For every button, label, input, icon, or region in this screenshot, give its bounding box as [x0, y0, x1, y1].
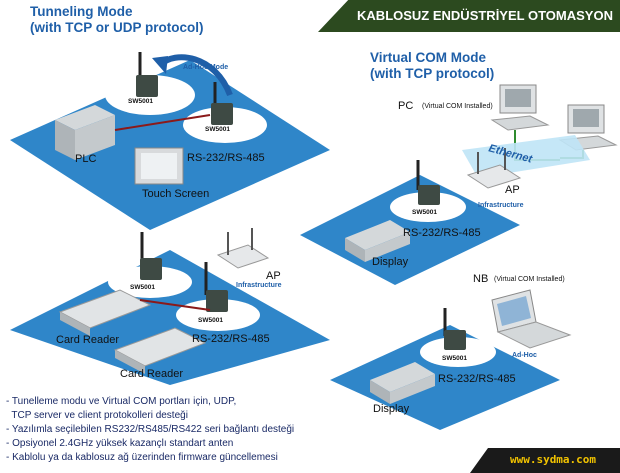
nb-sublabel: (Virtual COM Installed) [494, 276, 565, 283]
card-reader-platform [10, 250, 330, 385]
notebook-computer [491, 289, 572, 349]
sw5001-label: SW5001 [198, 317, 223, 324]
ap-label: AP [505, 184, 520, 196]
feature-list: - Tunelleme modu ve Virtual COM portları… [6, 395, 336, 465]
sw5001-label: SW5001 [128, 98, 153, 105]
serial-cable [114, 114, 211, 131]
website-link[interactable]: www.sydma.com [509, 453, 597, 466]
adhoc-label: Ad-Hoc [512, 352, 537, 359]
sw5001-label: SW5001 [205, 126, 230, 133]
footer-band [470, 448, 620, 473]
display-label: Display [372, 256, 409, 268]
card-reader-device [113, 327, 207, 374]
infrastructure-label: Infrastructure [478, 202, 524, 209]
vcom-subtitle: (with TCP protocol) [370, 66, 495, 81]
sw5001-label: SW5001 [412, 209, 437, 216]
vcom-platform [300, 175, 520, 285]
nb-platform [330, 325, 560, 430]
device-ellipse [390, 192, 466, 222]
sw5001-label: SW5001 [442, 355, 467, 362]
sw5001-label: SW5001 [130, 284, 155, 291]
serial-label: RS-232/RS-485 [192, 333, 270, 345]
serial-cable [139, 299, 211, 311]
nb-label: NB [473, 273, 489, 285]
device-ellipse [108, 266, 192, 298]
display-device [370, 362, 435, 404]
tunneling-platform [10, 60, 330, 230]
tunneling-title: Tunneling Mode [30, 4, 133, 19]
device-ellipse [176, 299, 260, 331]
access-point [216, 228, 270, 269]
device-ellipse [420, 337, 496, 367]
feature-item: TCP server ve client protokolleri desteğ… [6, 410, 188, 421]
pc-computer [490, 84, 550, 131]
adhoc-mode-label: Ad-Hoc Mode [183, 64, 229, 71]
banner-title: KABLOSUZ ENDÜSTRİYEL OTOMASYON [357, 8, 613, 23]
infrastructure-label: Infrastructure [236, 282, 282, 289]
ap-label: AP [266, 270, 281, 282]
feature-item: - Kablolu ya da kablosuz ağ üzerinden fi… [6, 452, 278, 463]
feature-item: - Tunelleme modu ve Virtual COM portları… [6, 396, 237, 407]
access-point [466, 148, 522, 189]
feature-item: - Yazılımla seçilebilen RS232/RS485/RS42… [6, 424, 295, 435]
card-reader-label: Card Reader [56, 334, 119, 346]
sw5001-device [140, 232, 162, 280]
touch-screen-device [134, 147, 184, 185]
card-reader-label: Card Reader [120, 368, 183, 380]
title-banner [318, 0, 620, 32]
tunneling-subtitle: (with TCP or UDP protocol) [30, 20, 204, 35]
adhoc-arrowhead [152, 56, 168, 74]
sw5001-device [136, 52, 158, 97]
serial-label: RS-232/RS-485 [187, 152, 265, 164]
serial-label: RS-232/RS-485 [438, 373, 516, 385]
display-label: Display [373, 403, 410, 415]
sw5001-device [204, 262, 228, 312]
pc-sublabel: (Virtual COM Installed) [422, 103, 493, 110]
display-device [345, 220, 410, 262]
sw5001-device [443, 308, 466, 350]
plc-label: PLC [75, 153, 97, 165]
feature-item: - Opsiyonel 2.4GHz yüksek kazançlı stand… [6, 438, 234, 449]
plc-device [55, 105, 115, 160]
vcom-title: Virtual COM Mode [370, 50, 487, 65]
sw5001-device [211, 82, 233, 125]
pc-label: PC [398, 100, 414, 112]
touch-screen-label: Touch Screen [142, 188, 210, 200]
card-reader-device [58, 289, 152, 336]
sw5001-device [416, 160, 440, 205]
serial-label: RS-232/RS-485 [403, 227, 481, 239]
